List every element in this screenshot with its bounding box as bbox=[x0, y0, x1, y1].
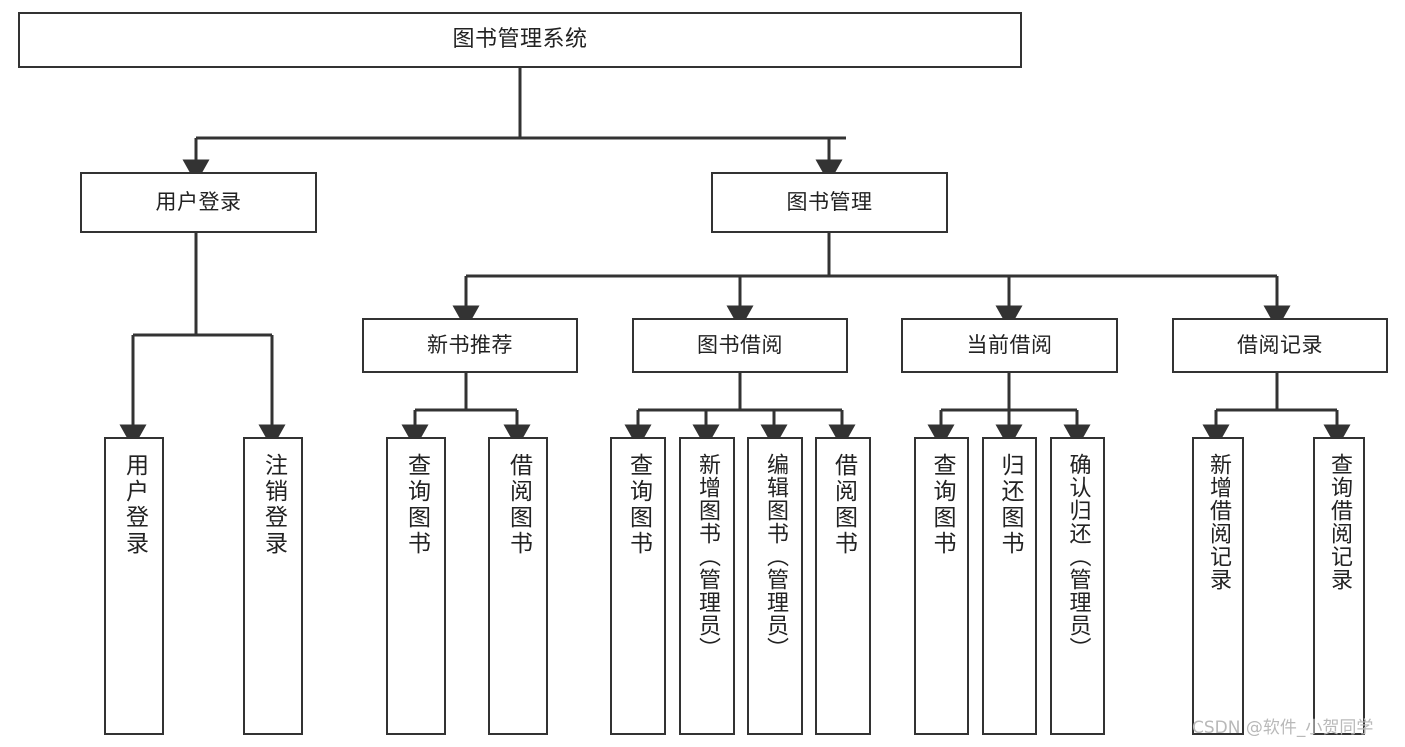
leaf-edit-book-admin[interactable]: 编辑图书（管理员） bbox=[747, 437, 803, 735]
node-label: 借阅记录 bbox=[1237, 333, 1323, 358]
leaf-confirm-return-admin[interactable]: 确认归还（管理员） bbox=[1050, 437, 1105, 735]
node-borrow-record[interactable]: 借阅记录 bbox=[1172, 318, 1388, 373]
node-label: 图书管理 bbox=[786, 190, 873, 215]
leaf-add-borrow-record[interactable]: 新增借阅记录 bbox=[1192, 437, 1244, 735]
node-label: 用户登录 bbox=[121, 453, 148, 557]
node-user-login[interactable]: 用户登录 bbox=[80, 172, 317, 233]
leaf-borrow-book-recommend[interactable]: 借阅图书 bbox=[488, 437, 548, 735]
node-label: 新书推荐 bbox=[427, 333, 513, 358]
leaf-user-login[interactable]: 用户登录 bbox=[104, 437, 164, 735]
leaf-query-book-borrow[interactable]: 查询图书 bbox=[610, 437, 666, 735]
node-label: 查询借阅记录 bbox=[1327, 453, 1352, 591]
node-current-borrow[interactable]: 当前借阅 bbox=[901, 318, 1118, 373]
node-label: 查询图书 bbox=[929, 453, 955, 557]
node-label: 查询图书 bbox=[625, 453, 652, 557]
node-label: 归还图书 bbox=[997, 453, 1023, 557]
leaf-logout-login[interactable]: 注销登录 bbox=[243, 437, 303, 735]
csdn-watermark: CSDN @软件_小贺同学 bbox=[1192, 718, 1374, 738]
node-label: 新增借阅记录 bbox=[1206, 453, 1231, 591]
node-label: 借阅图书 bbox=[505, 453, 532, 557]
node-book-borrow[interactable]: 图书借阅 bbox=[632, 318, 848, 373]
node-label: 查询图书 bbox=[403, 453, 430, 557]
node-label: 图书借阅 bbox=[697, 333, 783, 358]
node-label: 图书管理系统 bbox=[452, 27, 588, 53]
node-book-manage[interactable]: 图书管理 bbox=[711, 172, 948, 233]
node-label: 当前借阅 bbox=[966, 333, 1053, 358]
leaf-return-book[interactable]: 归还图书 bbox=[982, 437, 1037, 735]
leaf-add-book-admin[interactable]: 新增图书（管理员） bbox=[679, 437, 735, 735]
node-label: 新增图书（管理员） bbox=[695, 453, 720, 660]
leaf-query-book-recommend[interactable]: 查询图书 bbox=[386, 437, 446, 735]
node-label: 用户登录 bbox=[155, 190, 242, 215]
leaf-query-borrow-record[interactable]: 查询借阅记录 bbox=[1313, 437, 1365, 735]
node-label: 注销登录 bbox=[260, 453, 287, 557]
leaf-borrow-book-borrow[interactable]: 借阅图书 bbox=[815, 437, 871, 735]
node-label: 确认归还（管理员） bbox=[1065, 453, 1091, 660]
node-new-book-recommend[interactable]: 新书推荐 bbox=[362, 318, 578, 373]
node-label: 编辑图书（管理员） bbox=[763, 453, 788, 660]
leaf-query-book-current[interactable]: 查询图书 bbox=[914, 437, 969, 735]
node-label: 借阅图书 bbox=[830, 453, 857, 557]
node-root-system[interactable]: 图书管理系统 bbox=[18, 12, 1022, 68]
